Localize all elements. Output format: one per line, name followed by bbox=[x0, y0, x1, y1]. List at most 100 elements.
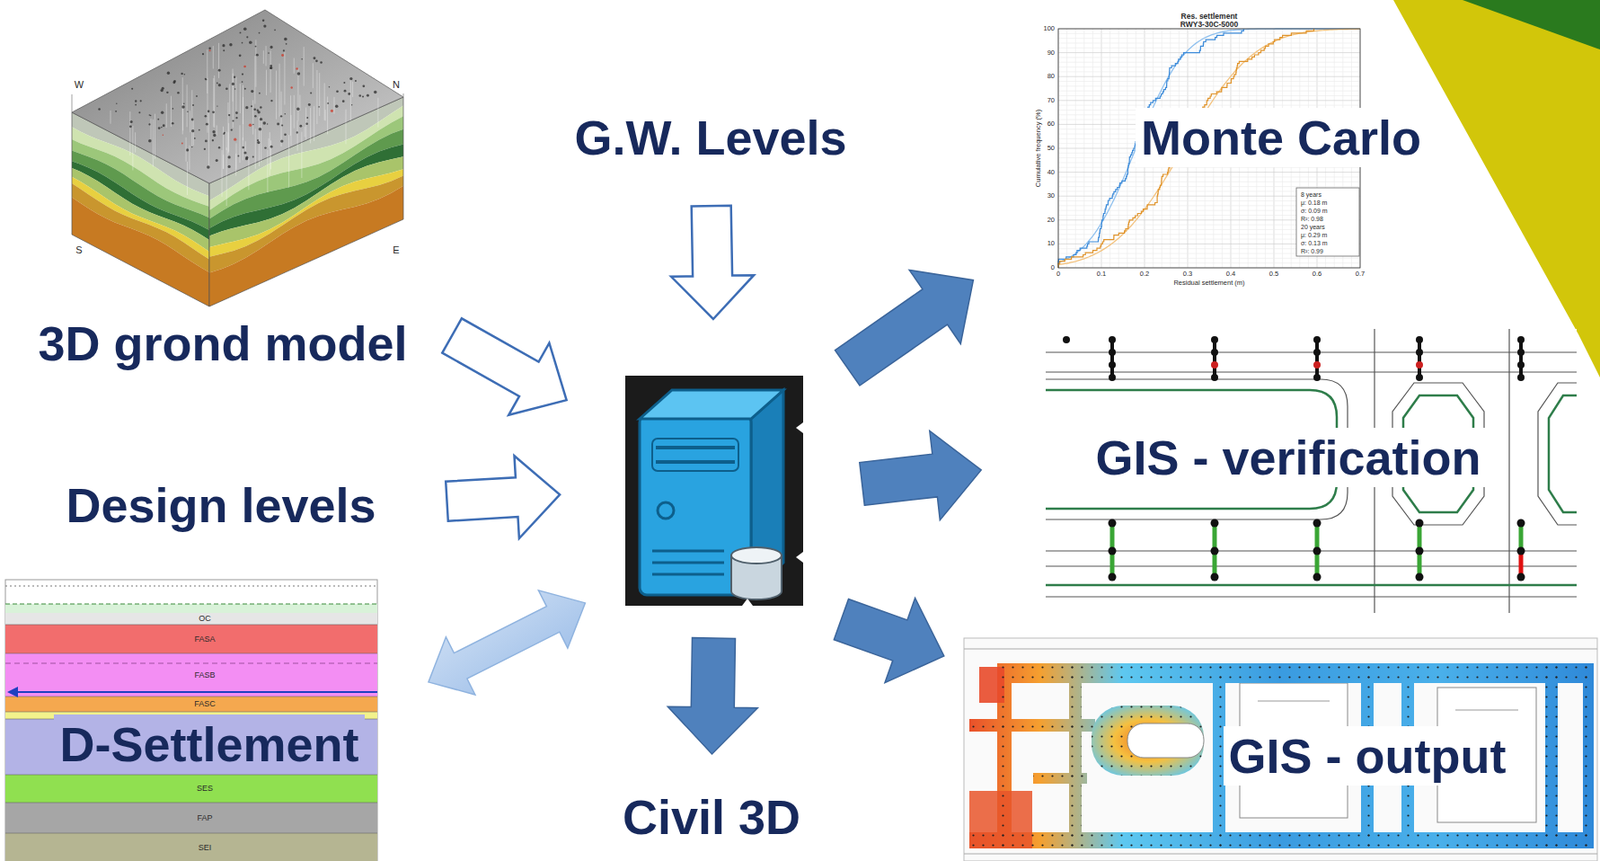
borehole-marker bbox=[270, 45, 274, 49]
borehole bbox=[265, 45, 267, 66]
label-anchor: 40 bbox=[1054, 172, 1062, 180]
gis-verification-map bbox=[1211, 573, 1220, 582]
chart-title: Res. settlement bbox=[1181, 12, 1238, 21]
borehole-marker bbox=[180, 72, 183, 75]
borehole bbox=[188, 145, 190, 170]
borehole-marker bbox=[252, 123, 254, 125]
label-anchor: 20 bbox=[1054, 220, 1062, 228]
borehole bbox=[293, 58, 295, 74]
gis-output-map bbox=[1455, 709, 1519, 711]
borehole-marker bbox=[283, 37, 288, 42]
borehole bbox=[229, 83, 230, 115]
d-settlement-profile bbox=[5, 696, 378, 712]
borehole bbox=[254, 55, 256, 104]
borehole bbox=[255, 39, 257, 87]
borehole-marker bbox=[347, 92, 351, 96]
label-anchor: 0.7 bbox=[1360, 274, 1370, 282]
label-anchor: OC bbox=[204, 618, 218, 627]
gis-verification-map bbox=[1517, 547, 1526, 556]
axis-tick: 80 bbox=[1047, 72, 1055, 80]
gis-verification-map bbox=[1045, 371, 1577, 372]
borehole bbox=[252, 99, 254, 134]
grid-line bbox=[1058, 257, 1361, 259]
borehole bbox=[152, 119, 154, 168]
borehole-marker bbox=[204, 78, 207, 80]
d-settlement-profile bbox=[12, 690, 378, 693]
borehole-marker bbox=[373, 90, 378, 95]
borehole-marker bbox=[185, 148, 189, 151]
borehole bbox=[186, 84, 188, 127]
grid-line bbox=[1058, 99, 1361, 101]
node-text: GIS - verification bbox=[1089, 427, 1486, 487]
borehole-marker bbox=[215, 159, 219, 162]
borehole-marker bbox=[351, 104, 353, 106]
node-text: Civil 3D bbox=[617, 786, 806, 847]
server-icon bbox=[742, 598, 753, 606]
borehole-marker bbox=[299, 124, 302, 128]
output-label: Civil 3D bbox=[617, 786, 806, 847]
borehole bbox=[265, 70, 267, 96]
d-settlement-profile bbox=[5, 832, 378, 861]
gis-verification-map bbox=[1108, 573, 1117, 582]
borehole-marker bbox=[315, 60, 319, 63]
borehole-marker bbox=[245, 106, 248, 109]
borehole-marker bbox=[330, 109, 334, 113]
borehole-marker bbox=[149, 114, 151, 116]
borehole bbox=[333, 97, 335, 115]
borehole bbox=[270, 50, 272, 93]
borehole-marker bbox=[234, 88, 237, 90]
label-anchor: 70 bbox=[1054, 100, 1062, 108]
borehole-marker bbox=[296, 106, 301, 111]
borehole-marker bbox=[243, 150, 247, 154]
borehole bbox=[297, 68, 299, 122]
server-icon bbox=[795, 422, 804, 434]
output-label: GIS - verification bbox=[1089, 427, 1486, 487]
server-icon bbox=[625, 375, 804, 606]
borehole-marker bbox=[138, 111, 141, 114]
borehole bbox=[239, 83, 241, 114]
chart-legend-box bbox=[1296, 187, 1360, 257]
borehole-marker bbox=[305, 123, 308, 125]
borehole bbox=[110, 110, 112, 124]
borehole-marker bbox=[159, 88, 163, 92]
label-anchor: SES bbox=[204, 787, 221, 796]
borehole-marker bbox=[266, 123, 268, 124]
axis-tick: 0.1 bbox=[1096, 270, 1106, 278]
borehole-marker bbox=[221, 44, 225, 47]
gis-verification-map bbox=[1211, 373, 1219, 381]
borehole bbox=[166, 103, 168, 128]
node-text: Design levels bbox=[60, 475, 381, 535]
borehole bbox=[154, 114, 156, 160]
block-arrow bbox=[835, 269, 974, 386]
axis-tick: 0 bbox=[1051, 264, 1055, 272]
d-settlement-profile bbox=[5, 624, 378, 833]
label-anchor: 0.1 bbox=[1101, 274, 1111, 282]
borehole-marker bbox=[259, 106, 262, 108]
label-anchor: E bbox=[396, 249, 403, 260]
d-settlement-profile bbox=[5, 832, 378, 834]
borehole-marker bbox=[306, 116, 309, 119]
gis-output-map bbox=[963, 637, 1598, 861]
borehole-marker bbox=[239, 32, 242, 35]
axis-tick: 0.4 bbox=[1226, 270, 1236, 278]
input-label: Design levels bbox=[60, 475, 381, 535]
borehole bbox=[226, 147, 228, 206]
d-settlement-profile bbox=[5, 774, 378, 803]
grid-line bbox=[1058, 176, 1361, 177]
borehole-marker bbox=[212, 130, 215, 133]
borehole bbox=[283, 52, 285, 106]
borehole-marker bbox=[270, 145, 274, 149]
block-arrow bbox=[445, 455, 560, 539]
borehole bbox=[227, 132, 229, 159]
borehole-marker bbox=[343, 81, 345, 84]
borehole-marker bbox=[148, 139, 152, 143]
borehole-marker bbox=[327, 102, 329, 105]
gis-verification-map bbox=[1108, 373, 1116, 381]
axis-line bbox=[71, 94, 73, 113]
chart-legend-text: 8 years bbox=[1300, 191, 1322, 198]
borehole bbox=[304, 126, 306, 137]
gis-verification-map bbox=[1313, 348, 1321, 356]
layer-name: FASC bbox=[194, 699, 216, 708]
borehole-marker bbox=[248, 40, 253, 45]
